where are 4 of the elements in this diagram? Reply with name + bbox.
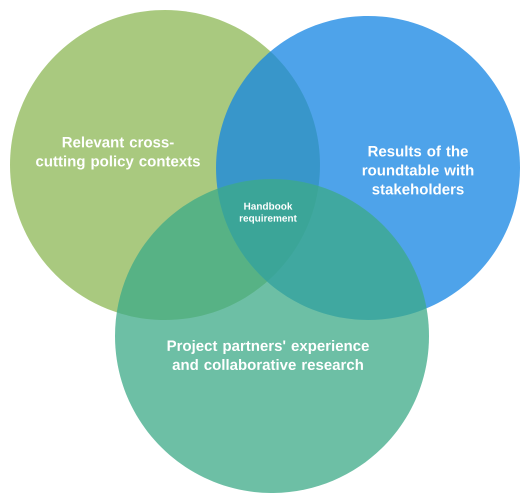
overlap-label: Handbook requirement [240,202,297,224]
circle-label: Results of the roundtable with stakeholders [362,146,474,194]
circle-label: Relevant cross-cutting policy contexts [36,136,200,170]
circle-label: Project partners' experience and collaborative research [168,340,369,370]
